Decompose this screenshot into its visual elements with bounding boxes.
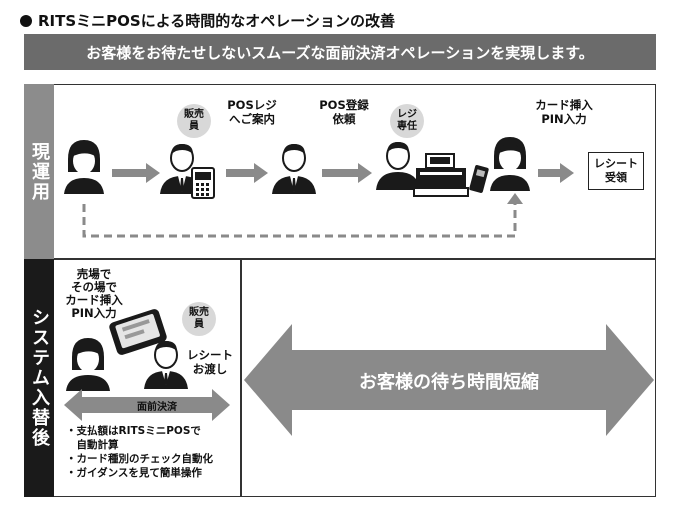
flow-arrow [112,163,160,183]
receipt-received-box: レシート受領 [588,152,644,190]
flow-arrow [226,163,268,183]
bullet-icon [20,15,32,27]
wait-time-arrow [244,324,654,436]
step-pos-label: POS登録依頼 [319,98,369,126]
current-operation-label: 現運用 [24,84,54,259]
feature-item: ・ガイダンスを見て簡単操作 [66,467,202,479]
after-replacement-scene [64,309,230,421]
summary-banner: お客様をお待たせしないスムーズな面前決済オペレーションを実現します。 [24,34,656,70]
flow-arrow [322,163,372,183]
wait-time-arrow-text: お客様の待ち時間短縮 [359,372,539,393]
register-staff-icon [376,142,420,190]
step-guide-label: POSレジへご案内 [227,98,277,126]
customer-icon [66,338,110,391]
handheld-terminal-icon [469,165,489,193]
feature-item: ・支払額はRITSミニPOSで [66,425,201,437]
customer-icon [490,137,530,191]
summary-banner-text: お客様をお待たせしないスムーズな面前決済オペレーションを実現します。 [86,43,594,62]
current-operation-diagram [64,137,574,238]
section-heading: RITSミニPOSによる時間的なオペレーションの改善 [20,10,395,31]
face-to-face-label: 面前決済 [137,402,177,413]
left-scene-divider [240,259,242,497]
register-staff-speech-bubble: レジ専任 [390,104,424,138]
staff-icon [144,341,188,389]
flow-arrow [538,163,574,183]
staff-icon [272,144,316,194]
cash-register-icon [413,153,469,197]
dashed-return-arrow [82,202,517,238]
staff-speech-bubble: 販売員 [177,104,211,138]
staff-icon [160,144,204,194]
after-replacement-label: システム入替後 [24,259,54,497]
section-heading-text: RITSミニPOSによる時間的なオペレーションの改善 [38,12,395,30]
dashed-arrowhead-icon [507,193,523,204]
feature-list: ・支払額はRITSミニPOSで 自動計算 ・カード種別のチェック自動化 ・ガイダ… [66,424,213,480]
card-reader-icon [109,309,167,355]
feature-item: 自動計算 [66,439,119,451]
face-to-face-arrow [64,389,230,421]
feature-item: ・カード種別のチェック自動化 [66,453,213,465]
payment-terminal-icon [191,167,215,199]
receipt-handover-label: レシートお渡し [187,348,233,376]
customer-icon [64,140,104,194]
staff-speech-bubble: 販売員 [182,302,216,336]
